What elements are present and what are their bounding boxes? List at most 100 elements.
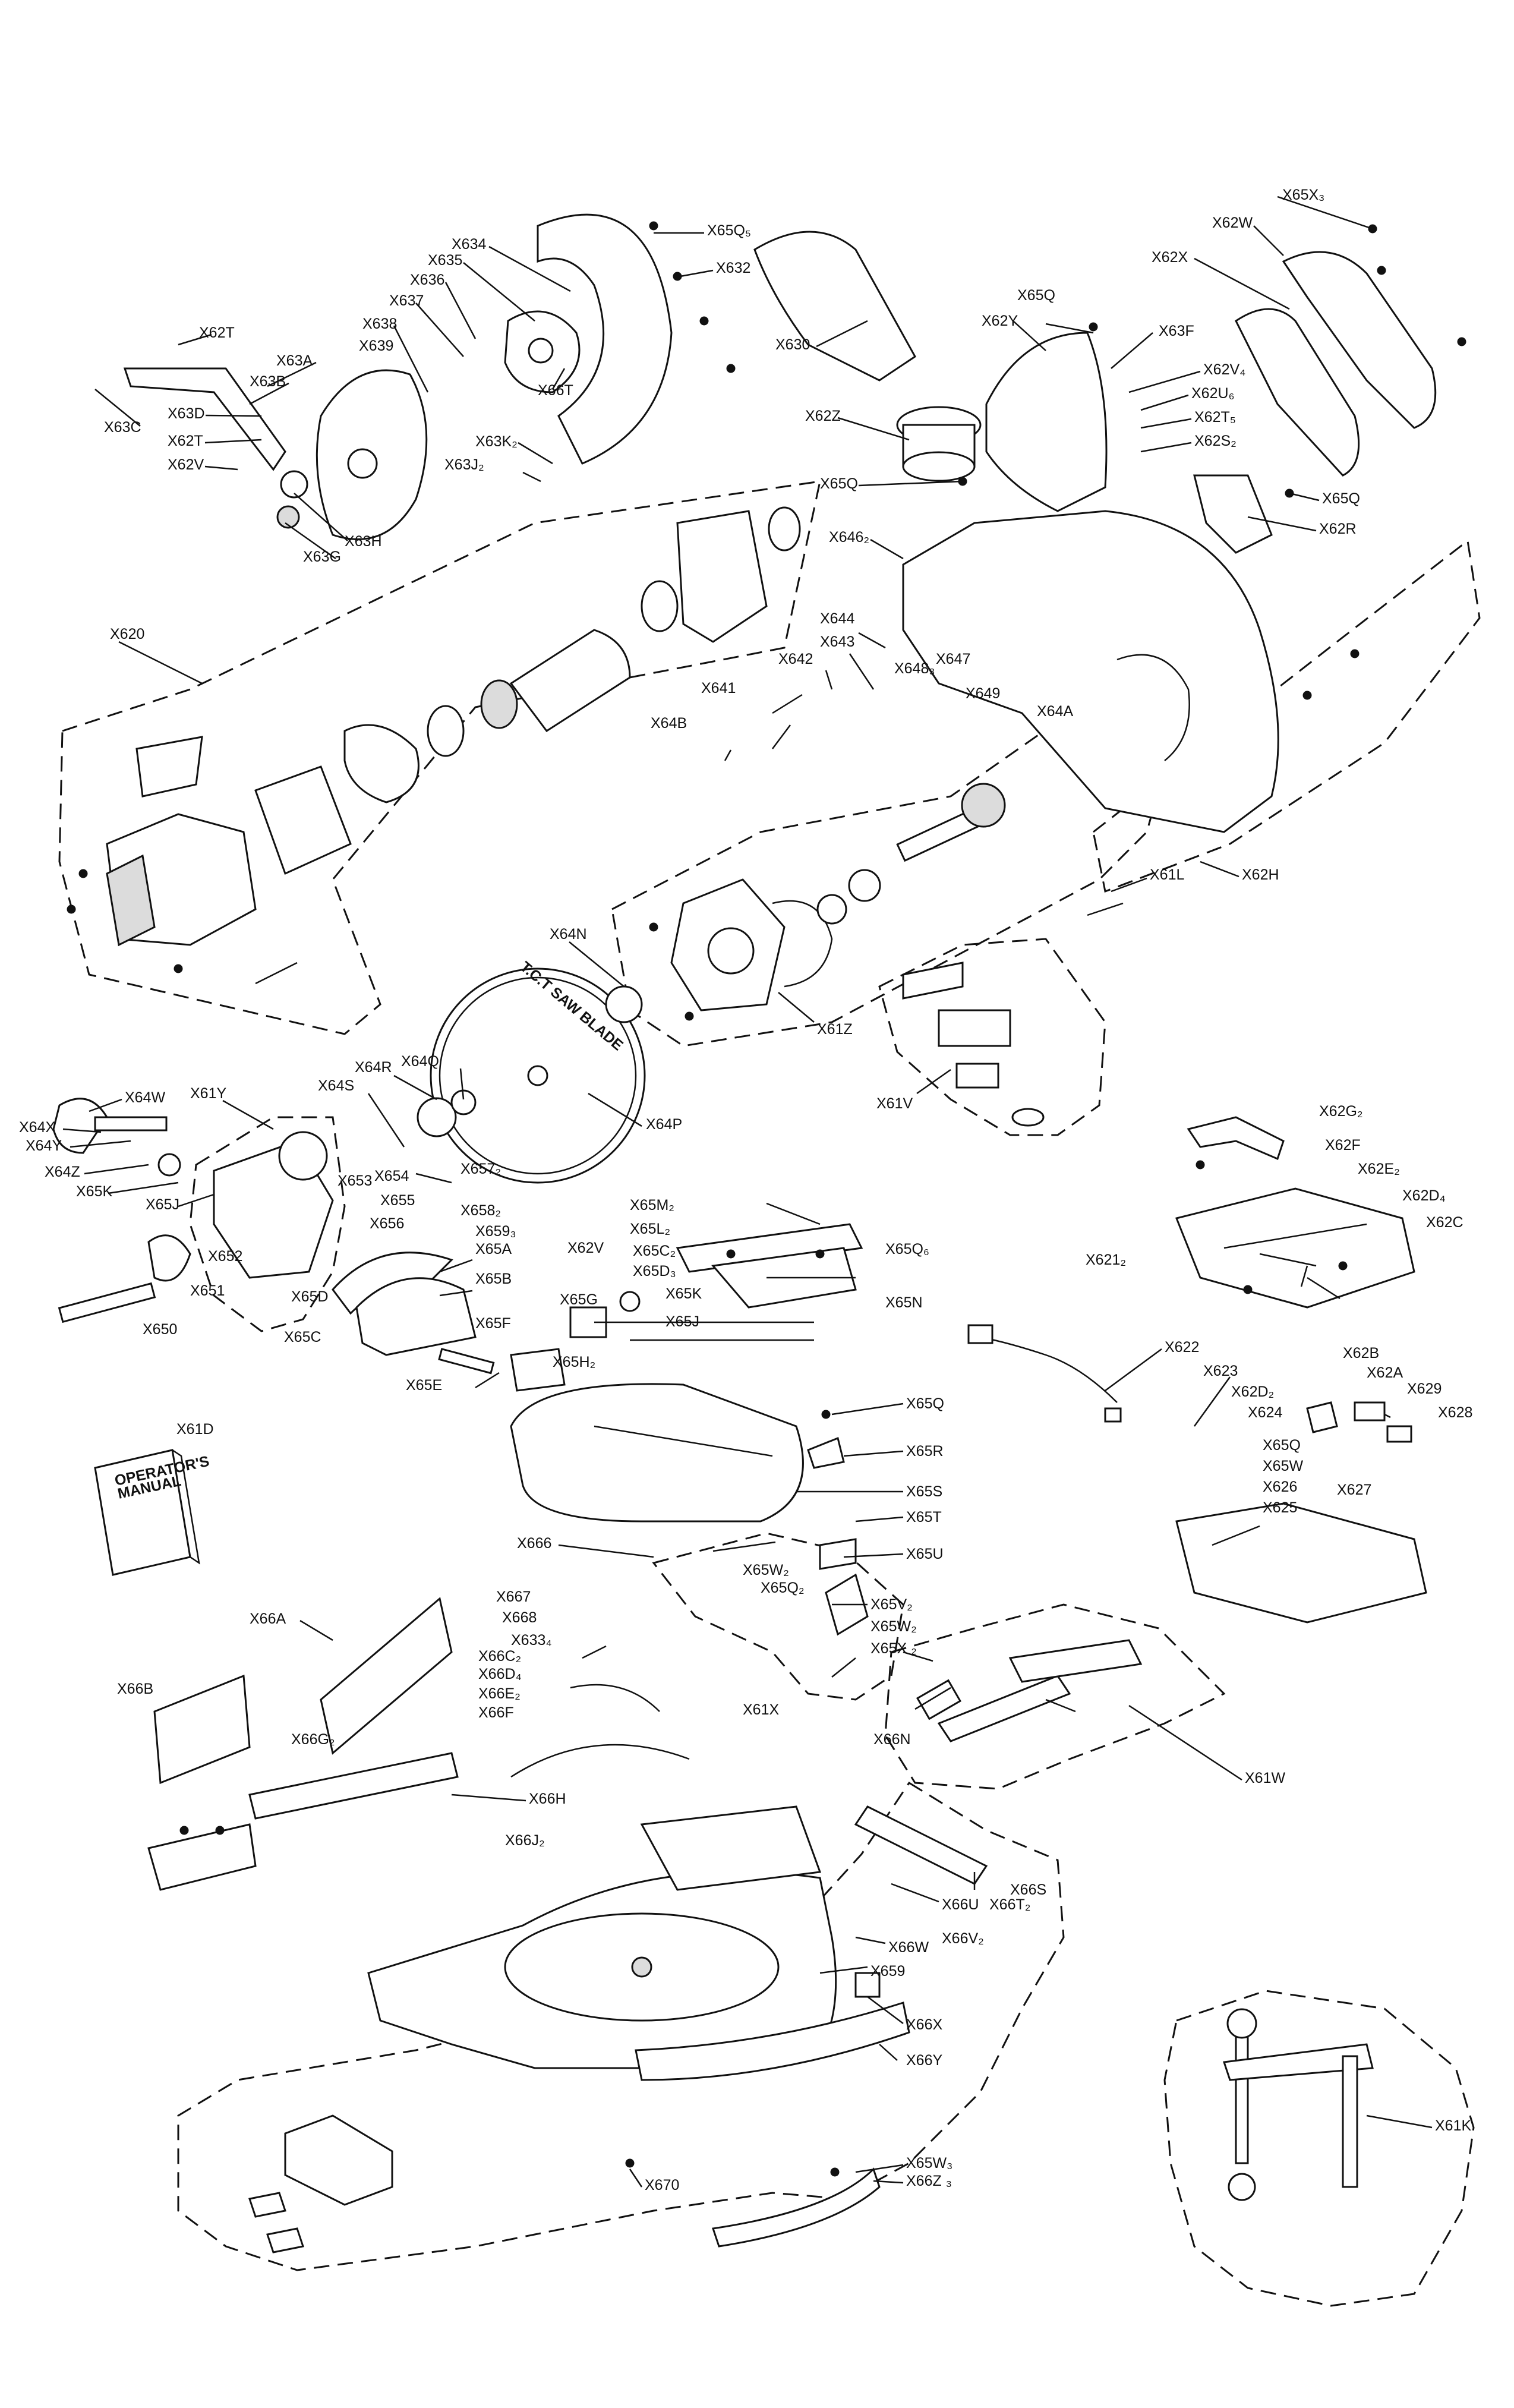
motor-assembly-outline [58,480,821,1035]
clamp-knob [1226,2008,1257,2039]
leader [439,1259,473,1273]
label-x653: X653 [338,1173,372,1189]
label-x62z: X62Z [805,408,841,424]
label-x62w: X62W [1212,215,1253,231]
guard-pivot [528,338,554,364]
label-x623: X623 [1203,1363,1238,1379]
label-x65c: X65C [284,1329,321,1345]
handle-cover-plate [985,332,1108,512]
arm-housing-outline [1092,539,1481,893]
laser-body [938,1009,1011,1047]
leader [1259,1253,1317,1267]
label-x65h2: X65H₂ [553,1354,595,1370]
clamp-foot [1228,2173,1256,2201]
label-x65x3: X65X₃ [1282,187,1324,203]
leader [680,269,714,278]
gearbox-bore [707,927,755,975]
label-x63c: X63C [104,419,141,436]
label-x66w: X66W [888,1939,929,1956]
rear-guard [355,1277,477,1356]
label-x62v-b: X62V [567,1240,604,1256]
label-x626: X626 [1263,1479,1297,1495]
leader [843,1553,904,1558]
label-x637: X637 [389,292,424,309]
extension-knob-b [266,2227,304,2253]
leader [178,1193,215,1208]
leader [816,320,868,348]
fastener [649,922,658,932]
clamp-screw [1235,2031,1249,2164]
label-x65a: X65A [475,1241,512,1257]
fastener [649,221,658,231]
label-x65q-b: X65Q [1017,287,1055,304]
base-rear-housing [640,1805,822,1891]
part-labels: X65X₃ X62W X62X X65Q₅ X634 X632 X635 X63… [19,187,1472,2193]
handle-grip-pattern [1223,1223,1367,1249]
laser-bracket [955,1063,999,1089]
leader [1128,370,1201,393]
carry-handle [1187,1116,1285,1161]
fastener [726,1249,736,1259]
power-cord [980,1336,1118,1403]
leader [451,1794,526,1802]
leader [1247,516,1317,532]
label-x65l2: X65L₂ [630,1221,670,1237]
leader [1140,394,1189,411]
label-x64b: X64B [651,715,687,732]
label-x65q6: X65Q₆ [885,1241,929,1257]
leader [70,1140,131,1148]
label-x649: X649 [966,685,1000,702]
gearbox-gasket [772,900,833,988]
fastener [1243,1285,1253,1294]
rear-support-bar-b [1008,1639,1143,1683]
leader [1277,196,1373,230]
leader [582,1645,607,1659]
label-x65w2-b: X65W₂ [870,1618,917,1635]
left-fence-base [248,1752,459,1820]
leader [463,262,535,322]
label-x61l: X61L [1150,866,1184,883]
cord-plug [967,1324,993,1344]
label-x652: X652 [208,1248,242,1265]
leader [858,480,963,487]
label-x62a: X62A [1367,1364,1403,1381]
leader [916,1069,951,1095]
return-spring [147,1234,191,1282]
label-x622: X622 [1165,1339,1199,1356]
label-x66u: X66U [942,1896,979,1913]
leader [629,2169,643,2188]
blade-washer [450,1089,477,1115]
leader [294,493,348,541]
fastener [830,2167,840,2177]
label-x62b: X62B [1343,1345,1379,1361]
label-x629: X629 [1407,1380,1442,1397]
label-x64y: X64Y [26,1137,62,1154]
label-x668: X668 [502,1609,537,1626]
leader [299,1619,333,1641]
leader [488,245,571,292]
leader [1200,861,1239,878]
label-x65w: X65W [1263,1458,1303,1474]
label-x63b: X63B [250,373,286,390]
label-x656: X656 [370,1215,404,1232]
saw-blade-rim [439,976,637,1175]
leader [84,1164,149,1175]
label-x66z3: X66Z ₃ [906,2173,952,2189]
inner-flange [417,1097,457,1137]
label-x65q-a: X65Q [820,475,858,492]
label-x62t-a: X62T [199,324,235,341]
label-x624: X624 [1248,1404,1282,1421]
manual-back [172,1449,200,1565]
leader [522,471,541,483]
label-x66b: X66B [117,1681,153,1697]
label-x64z: X64Z [45,1164,80,1180]
leader [855,1516,904,1523]
fastener [1089,322,1098,332]
leader [1045,323,1094,334]
fastener [625,2158,635,2168]
label-x625: X625 [1263,1499,1297,1516]
fastener [699,316,709,326]
label-x65q5: X65Q₅ [707,222,751,239]
leader [855,2164,904,2173]
bevel-shaft [94,1116,168,1131]
